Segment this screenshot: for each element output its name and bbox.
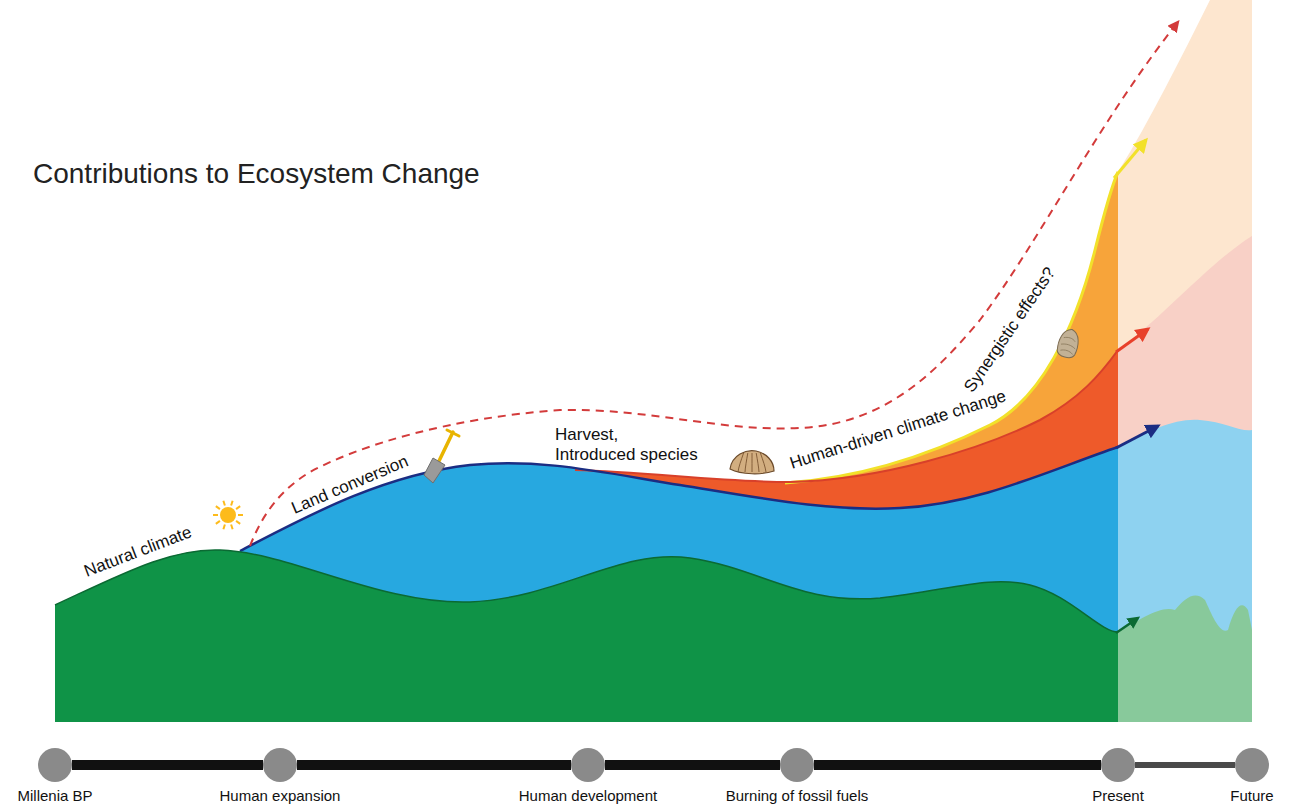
future-red-band — [1118, 236, 1252, 722]
sun-ray — [231, 525, 233, 530]
shovel-icon — [424, 430, 459, 483]
future-blue-band — [1118, 420, 1252, 722]
sun-ray — [213, 514, 218, 516]
yellow-arrow — [1114, 140, 1146, 178]
clam-ridge — [756, 453, 759, 472]
clam-ridge — [752, 453, 753, 472]
timeline-label: Future — [1230, 787, 1273, 805]
future-green-band — [1118, 595, 1252, 722]
sun-ray — [231, 501, 233, 506]
timeline-bar — [72, 760, 263, 770]
timeline-label: Millenia BP — [17, 787, 92, 805]
sun-ray — [223, 525, 225, 530]
diagram-title: Contributions to Ecosystem Change — [33, 158, 480, 190]
sun-ray — [236, 506, 240, 509]
factor-label: Harvest, Introduced species — [555, 425, 701, 465]
green-edge-line — [55, 550, 1118, 632]
green-arrow — [1116, 618, 1138, 633]
timeline-bar — [297, 760, 571, 770]
timeline-stop: Burning of fossil fuels — [780, 748, 814, 782]
clam-ridge — [738, 453, 744, 472]
sun-ray — [216, 521, 220, 524]
timeline-stop: Future — [1235, 748, 1269, 782]
sun-ray — [223, 501, 225, 506]
timeline-stop: Millenia BP — [38, 748, 72, 782]
red-arrow — [1116, 329, 1148, 352]
future-orange-band — [1118, 0, 1252, 722]
clam-ridge — [745, 453, 748, 472]
sun-ray — [236, 521, 240, 524]
green-band — [55, 550, 1118, 722]
navy-arrow — [1116, 426, 1158, 448]
clam-icon — [730, 451, 774, 474]
timeline-stop: Human development — [571, 748, 605, 782]
orange-edge-line — [785, 172, 1118, 483]
synergy-dashed-line — [250, 22, 1178, 546]
timeline-bar — [1135, 762, 1235, 768]
timeline-stop: Present — [1101, 748, 1135, 782]
sun-icon — [213, 501, 243, 530]
sun-ray — [238, 514, 243, 516]
timeline-bar — [814, 760, 1101, 770]
clam-ridge — [760, 453, 766, 472]
timeline-label: Human expansion — [220, 787, 341, 805]
timeline-bar — [605, 760, 780, 770]
timeline-label: Burning of fossil fuels — [726, 787, 869, 805]
shell-icon — [1055, 327, 1081, 360]
timeline-stop: Human expansion — [263, 748, 297, 782]
timeline-label: Present — [1092, 787, 1144, 805]
timeline-label: Human development — [519, 787, 657, 805]
sun-ray — [216, 506, 220, 509]
